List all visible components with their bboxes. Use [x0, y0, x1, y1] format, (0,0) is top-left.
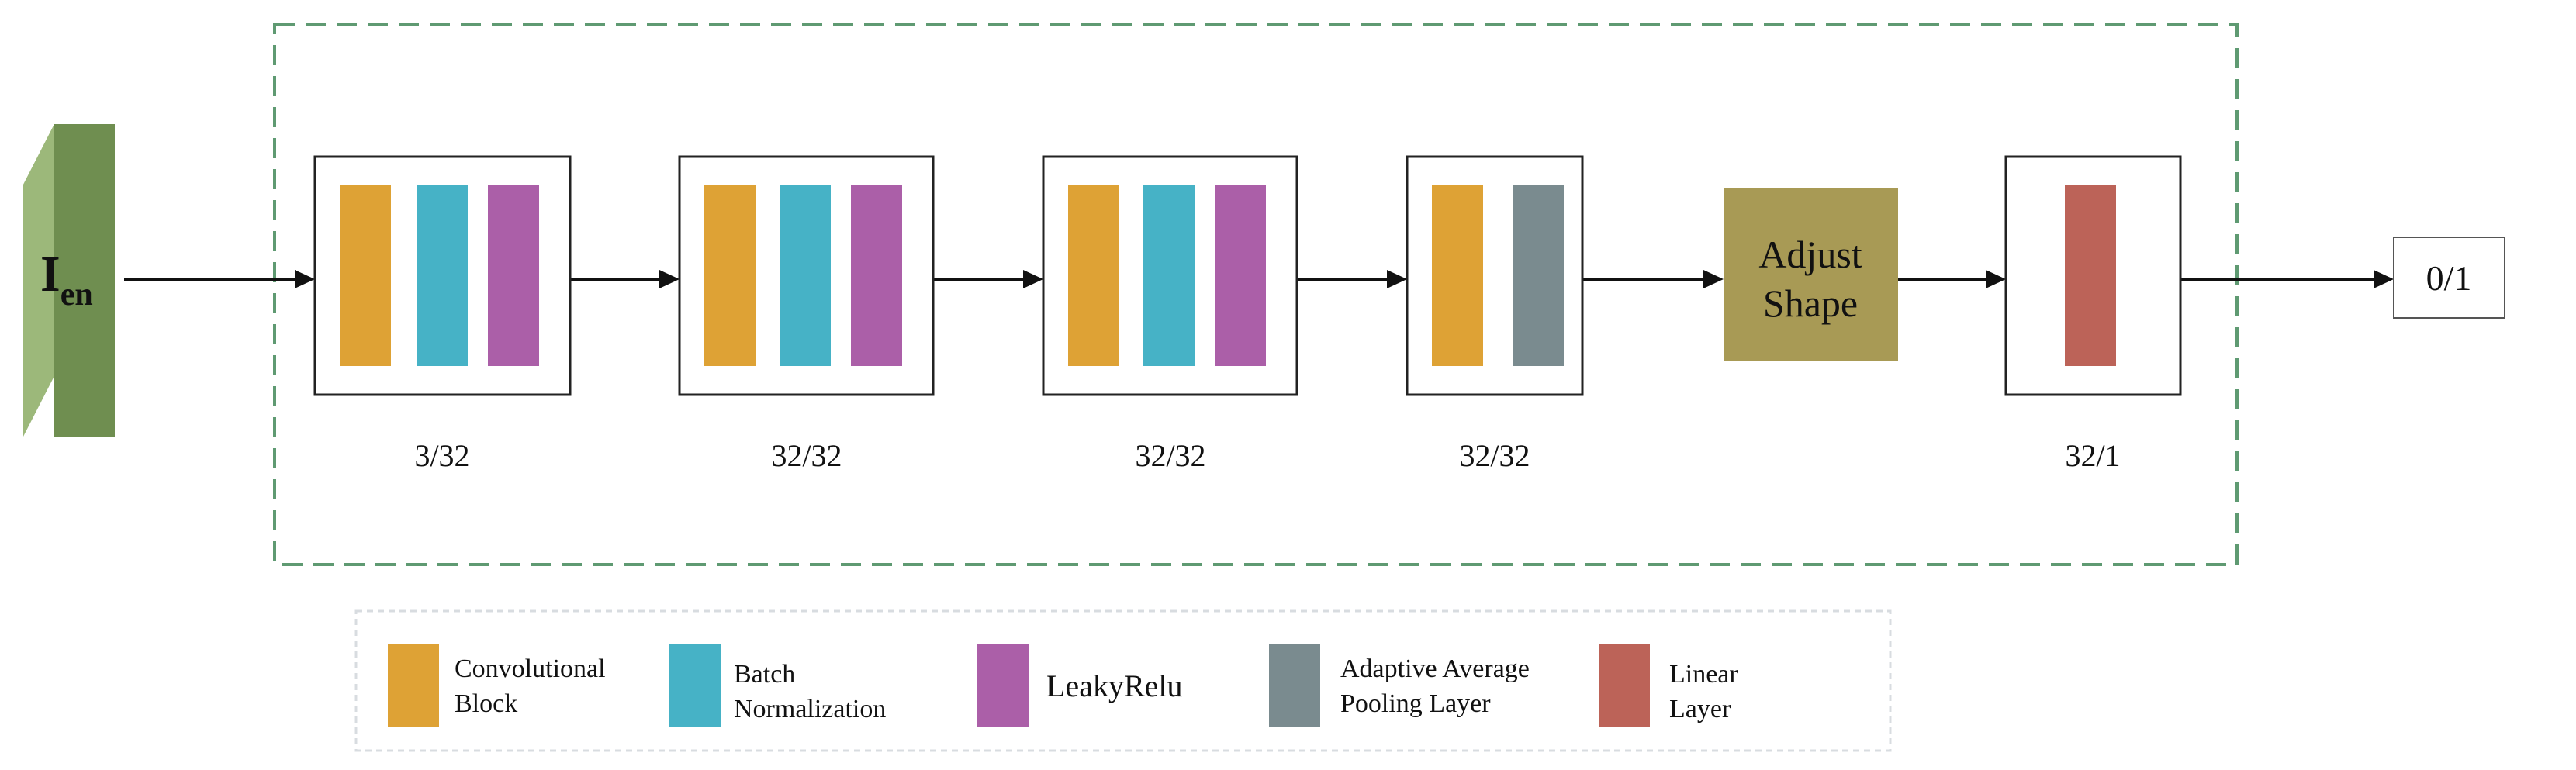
- legend-linear-line1: Linear: [1669, 660, 1738, 689]
- layer-block-4: [1406, 155, 1584, 396]
- batchnorm-bar: [417, 185, 468, 366]
- adjust-shape-line1: Adjust: [1758, 233, 1862, 276]
- conv-bar: [340, 185, 391, 366]
- layer-block-5: [2004, 155, 2182, 396]
- batchnorm-bar: [1143, 185, 1195, 366]
- output-node: 0/1: [2393, 237, 2505, 319]
- conv-bar: [1068, 185, 1119, 366]
- conv-bar: [1432, 185, 1483, 366]
- legend-pooling-line2: Pooling Layer: [1340, 689, 1491, 718]
- layer-label-2: 32/32: [771, 438, 842, 473]
- legend-batchnorm-line1: Batch: [734, 660, 795, 689]
- legend-swatch-leakyrelu: [977, 644, 1029, 727]
- legend-conv-line2: Block: [455, 689, 517, 718]
- adjust-shape-block: Adjust Shape: [1724, 188, 1898, 361]
- arrowhead-7: [2374, 270, 2394, 288]
- legend: Convolutional Block Batch Normalization …: [354, 609, 1892, 752]
- arrowhead-2: [659, 270, 679, 288]
- arrowhead-4: [1387, 270, 1407, 288]
- linear-bar: [2065, 185, 2116, 366]
- input-tensor: Ien: [23, 124, 115, 437]
- conv-bar: [704, 185, 756, 366]
- arrowhead-6: [1986, 270, 2006, 288]
- input-tensor-front: [54, 124, 115, 437]
- input-label: Ien: [40, 246, 93, 312]
- legend-batchnorm-line2: Normalization: [734, 695, 886, 723]
- layer-block-2: [678, 155, 935, 396]
- arrowhead-5: [1703, 270, 1724, 288]
- arrowhead-1: [295, 270, 315, 288]
- legend-swatch-batchnorm: [669, 644, 721, 727]
- legend-conv-line1: Convolutional: [455, 654, 606, 683]
- legend-swatch-pooling: [1269, 644, 1320, 727]
- arrowhead-3: [1023, 270, 1043, 288]
- leakyrelu-bar: [1215, 185, 1266, 366]
- legend-leakyrelu-line1: LeakyRelu: [1046, 668, 1183, 703]
- arrows: [124, 270, 2394, 288]
- batchnorm-bar: [780, 185, 831, 366]
- input-tensor-side: [23, 124, 54, 437]
- legend-pooling-line1: Adaptive Average: [1340, 654, 1530, 683]
- legend-swatch-conv: [388, 644, 439, 727]
- input-label-main: I: [40, 246, 61, 302]
- adjust-shape-box: [1724, 188, 1898, 361]
- legend-swatch-linear: [1599, 644, 1650, 727]
- layer-label-5: 32/1: [2065, 438, 2120, 473]
- leakyrelu-bar: [488, 185, 539, 366]
- leakyrelu-bar: [851, 185, 902, 366]
- output-box: [2393, 237, 2505, 319]
- network-container: [273, 23, 2239, 566]
- adjust-shape-line2: Shape: [1763, 281, 1858, 325]
- legend-linear-line2: Layer: [1669, 695, 1731, 723]
- layer-label-4: 32/32: [1459, 438, 1530, 473]
- layer-label-1: 3/32: [414, 438, 469, 473]
- layer-block-1: [313, 155, 572, 396]
- output-label: 0/1: [2426, 258, 2472, 298]
- pooling-bar: [1513, 185, 1564, 366]
- layer-block-3: [1042, 155, 1298, 396]
- input-label-sub: en: [61, 277, 93, 312]
- layer-label-3: 32/32: [1135, 438, 1205, 473]
